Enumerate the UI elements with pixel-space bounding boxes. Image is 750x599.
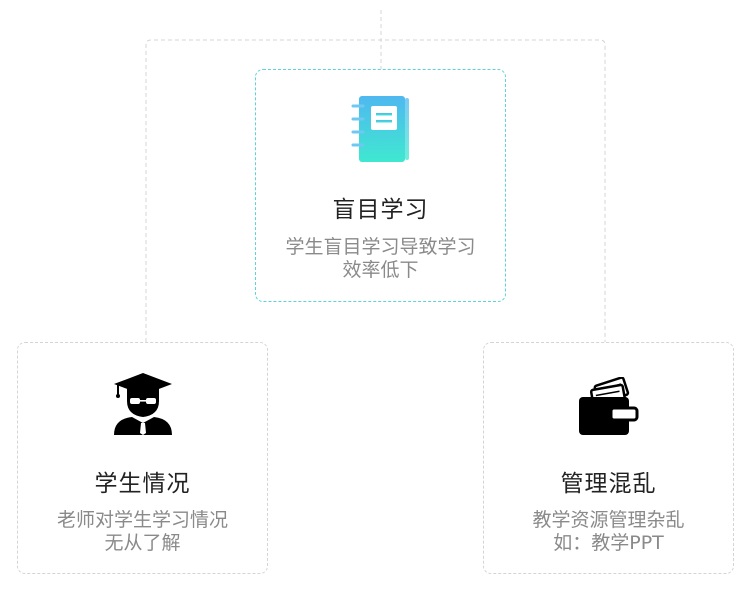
notebook-icon bbox=[351, 96, 409, 162]
graduate-student-icon bbox=[113, 373, 172, 435]
card-description: 学生盲目学习导致学习 效率低下 bbox=[276, 236, 485, 282]
card-description: 教学资源管理杂乱 如：教学PPT bbox=[504, 509, 713, 555]
card-management-chaos: 管理混乱 教学资源管理杂乱 如：教学PPT bbox=[483, 342, 734, 574]
card-title: 管理混乱 bbox=[560, 471, 657, 497]
card-description-line: 如：教学PPT bbox=[553, 532, 664, 554]
card-title: 学生情况 bbox=[94, 471, 191, 497]
card-blind-learning: 盲目学习 学生盲目学习导致学习 效率低下 bbox=[255, 69, 506, 302]
card-description-line: 教学资源管理杂乱 bbox=[532, 509, 685, 531]
card-description-line: 老师对学生学习情况 bbox=[56, 509, 228, 531]
card-title: 盲目学习 bbox=[332, 197, 429, 223]
card-description-line: 无从了解 bbox=[104, 532, 181, 554]
card-student-status: 学生情况 老师对学生学习情况 无从了解 bbox=[17, 342, 268, 574]
card-description-line: 学生盲目学习导致学习 bbox=[285, 236, 476, 258]
wallet-icon bbox=[578, 377, 638, 435]
card-description: 老师对学生学习情况 无从了解 bbox=[38, 509, 247, 555]
card-description-line: 效率低下 bbox=[342, 259, 419, 281]
